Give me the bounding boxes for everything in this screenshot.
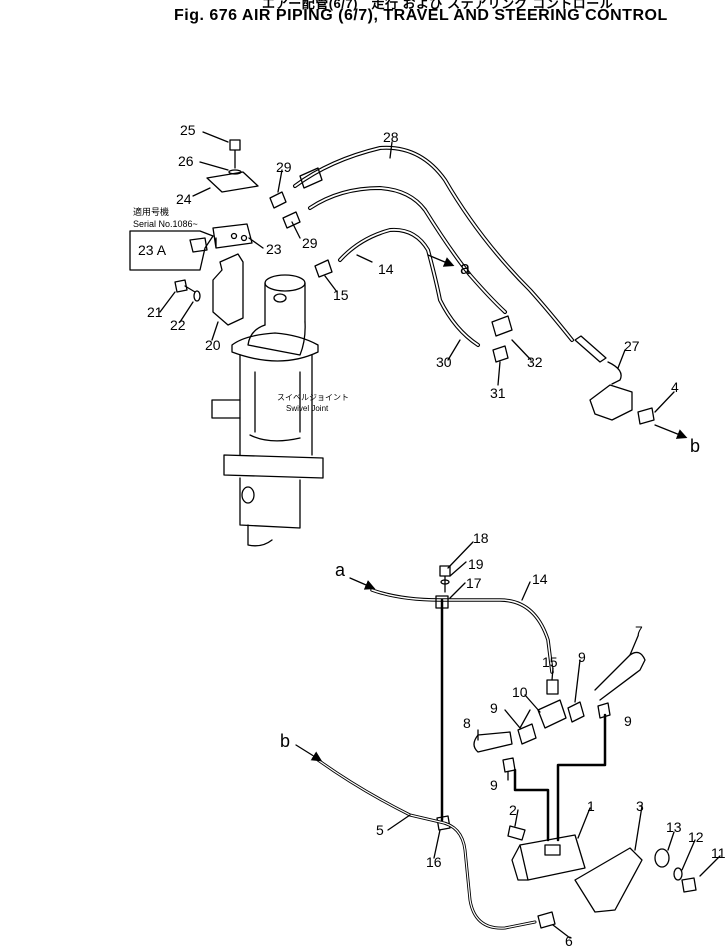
callout-27: 27: [624, 338, 640, 354]
callout-9: 9: [624, 713, 632, 729]
ref-a: a: [335, 560, 346, 580]
callout-31: 31: [490, 385, 506, 401]
callout-1: 1: [587, 798, 595, 814]
callout-13: 13: [666, 819, 682, 835]
ref-a: a: [460, 258, 471, 278]
callout-3: 3: [636, 798, 644, 814]
callout-29: 29: [276, 159, 292, 175]
callout-21: 21: [147, 304, 163, 320]
callout-14: 14: [378, 261, 394, 277]
callout-9: 9: [578, 649, 586, 665]
swivel-label-japanese: スイベルジョイント: [277, 393, 349, 402]
callout-15: 15: [542, 654, 558, 670]
callout-5: 5: [376, 822, 384, 838]
callout-24: 24: [176, 191, 192, 207]
serial-note-japanese: 適用号機: [133, 206, 169, 217]
callout-17: 17: [466, 575, 482, 591]
callout-26: 26: [178, 153, 194, 169]
callout-9: 9: [490, 777, 498, 793]
callout-16: 16: [426, 854, 442, 870]
variant-callout-box: [129, 230, 214, 271]
callout-9: 9: [490, 700, 498, 716]
swivel-label: Swivel Joint: [286, 404, 329, 413]
serial-note: Serial No.1086~: [133, 219, 198, 229]
callout-15: 15: [333, 287, 349, 303]
figure-title: Fig. 676 AIR PIPING (6/7), TRAVEL AND ST…: [174, 7, 668, 24]
callout-32: 32: [527, 354, 543, 370]
callout-28: 28: [383, 129, 399, 145]
callout-4: 4: [671, 379, 679, 395]
callout-30: 30: [436, 354, 452, 370]
callout-25: 25: [180, 122, 196, 138]
callout-14: 14: [532, 571, 548, 587]
callout-29: 29: [302, 235, 318, 251]
callout-19: 19: [468, 556, 484, 572]
callout-22: 22: [170, 317, 186, 333]
callout-23a: 23 A: [138, 242, 167, 258]
callout-11: 11: [711, 845, 726, 861]
ref-b: b: [690, 436, 700, 456]
swivel-joint: [211, 274, 324, 547]
callout-23: 23: [266, 241, 282, 257]
callout-20: 20: [205, 337, 221, 353]
callout-12: 12: [688, 829, 704, 845]
callout-18: 18: [473, 530, 489, 546]
figure-title-japanese: エアー配管(6/7) 走行 および ステアリング コントロール: [262, 0, 614, 11]
ref-b: b: [280, 731, 290, 751]
reference-letters: a b a b: [280, 258, 700, 751]
callout-2: 2: [509, 802, 517, 818]
callout-10: 10: [512, 684, 528, 700]
bracket: [212, 253, 244, 326]
callout-7: 7: [635, 623, 643, 639]
callout-6: 6: [565, 933, 573, 948]
callout-numbers: 25 26 24 29 29 23 23 A 28 14 15 21 22 20…: [138, 122, 726, 948]
callout-8: 8: [463, 715, 471, 731]
